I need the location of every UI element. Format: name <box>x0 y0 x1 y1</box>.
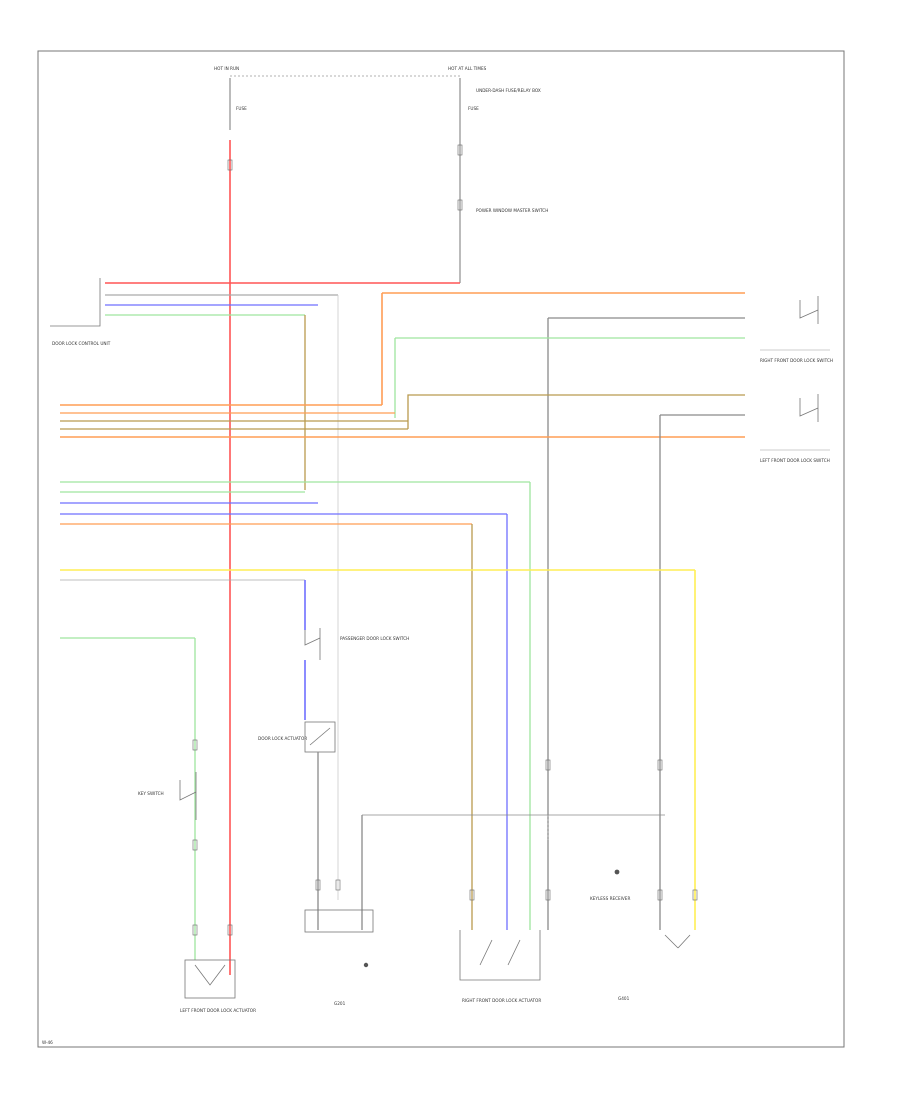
footer-code: W-46 <box>42 1040 53 1045</box>
connector-left <box>50 278 101 327</box>
power-window-module-label: POWER WINDOW MASTER SWITCH <box>476 208 548 213</box>
ground-g1-dot <box>363 962 369 968</box>
key-switch-symbol <box>179 772 197 820</box>
wire-markers <box>192 144 698 936</box>
mid-connector <box>304 909 374 933</box>
left-lower-box <box>184 959 236 999</box>
key-switch-label: KEY SWITCH <box>138 791 164 796</box>
lock-actuator-box <box>304 721 336 753</box>
relay-box-label: UNDER-DASH FUSE/RELAY BOX <box>476 88 541 93</box>
lf-actuator-label: LEFT FRONT DOOR LOCK ACTUATOR <box>180 1008 256 1013</box>
rf-door-switch-label: RIGHT FRONT DOOR LOCK SWITCH <box>760 358 833 363</box>
lower-mid-box <box>459 930 541 981</box>
wire-olive-to-right <box>407 394 745 429</box>
rf-actuator-label: RIGHT FRONT DOOR LOCK ACTUATOR <box>462 998 541 1003</box>
door-lock-control-label: DOOR LOCK CONTROL UNIT <box>52 341 111 346</box>
rf-switch-symbol <box>799 296 819 324</box>
ground-g2-label: G401 <box>618 996 630 1001</box>
actuator-diag <box>309 727 331 746</box>
fuse-left-label: FUSE <box>236 106 247 111</box>
passenger-switch-label: PASSENGER DOOR LOCK SWITCH <box>340 636 409 641</box>
top-left-source-label: HOT IN RUN <box>214 66 239 71</box>
lower-mid-switch <box>479 939 521 966</box>
ground-g1-label: G201 <box>334 1001 346 1006</box>
lower-right-switch <box>664 934 691 949</box>
lock-actuator-label: DOOR LOCK ACTUATOR <box>258 736 307 741</box>
diagram-frame <box>37 50 845 1048</box>
left-lower-switch <box>194 964 226 986</box>
keyless-receiver-dot <box>614 869 620 875</box>
top-right-source-label: HOT AT ALL TIMES <box>448 66 487 71</box>
fuse-right-label: FUSE <box>468 106 479 111</box>
lf-door-switch-label: LEFT FRONT DOOR LOCK SWITCH <box>760 458 830 463</box>
keyless-receiver-label: KEYLESS RECEIVER <box>590 896 630 901</box>
lf-switch-symbol <box>799 394 819 422</box>
passenger-switch-symbol <box>304 628 321 720</box>
